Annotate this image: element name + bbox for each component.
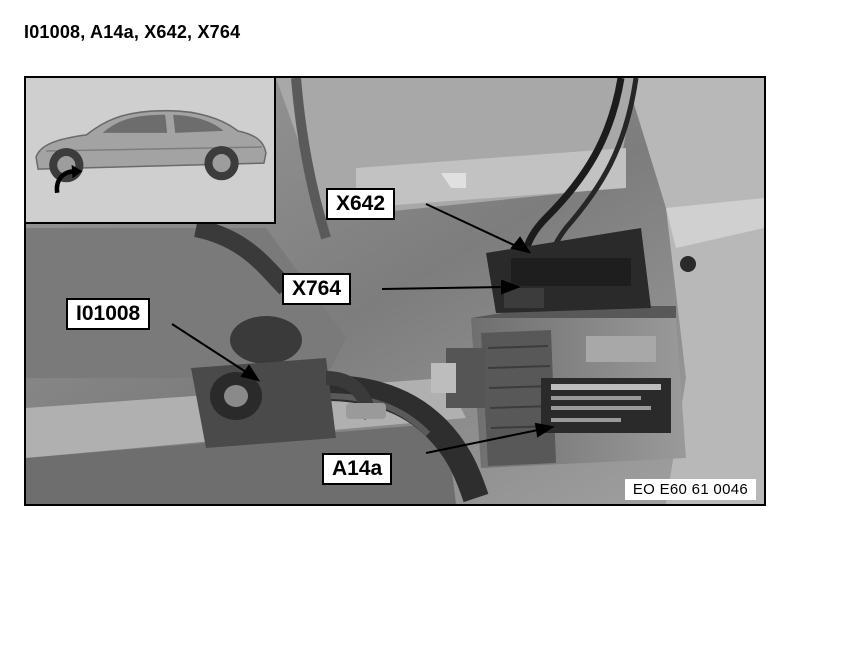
engine-bay-photo [26, 78, 764, 504]
curved-arrow-icon [54, 164, 83, 194]
vehicle-inset [26, 78, 276, 224]
callout-x642: X642 [326, 188, 396, 220]
page-title: I01008, A14a, X642, X764 [24, 22, 241, 42]
callout-i01008: I01008 [66, 298, 151, 330]
car-side-icon [26, 78, 274, 222]
callout-x764: X764 [282, 273, 352, 305]
diagram-figure: X642 X764 I01008 A14a EO E60 61 0046 [24, 76, 766, 506]
callout-a14a: A14a [322, 453, 393, 485]
figure-code: EO E60 61 0046 [624, 479, 756, 500]
